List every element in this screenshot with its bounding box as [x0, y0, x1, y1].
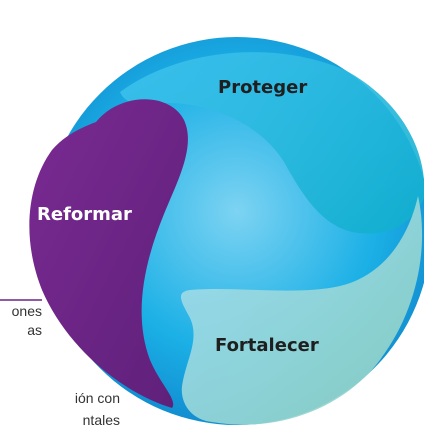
proteger-label: Proteger: [218, 77, 308, 98]
side-text-line: as: [27, 323, 42, 337]
proteger-segment: [120, 52, 424, 234]
side-text-line: ones: [11, 304, 42, 318]
side-text-line: ión con: [74, 391, 120, 405]
fortalecer-label: Fortalecer: [215, 335, 319, 356]
fortalecer-segment: [180, 196, 423, 425]
reformar-segment: [29, 99, 188, 408]
side-text-line: ntales: [82, 413, 120, 426]
reformar-label: Reformar: [37, 204, 132, 225]
